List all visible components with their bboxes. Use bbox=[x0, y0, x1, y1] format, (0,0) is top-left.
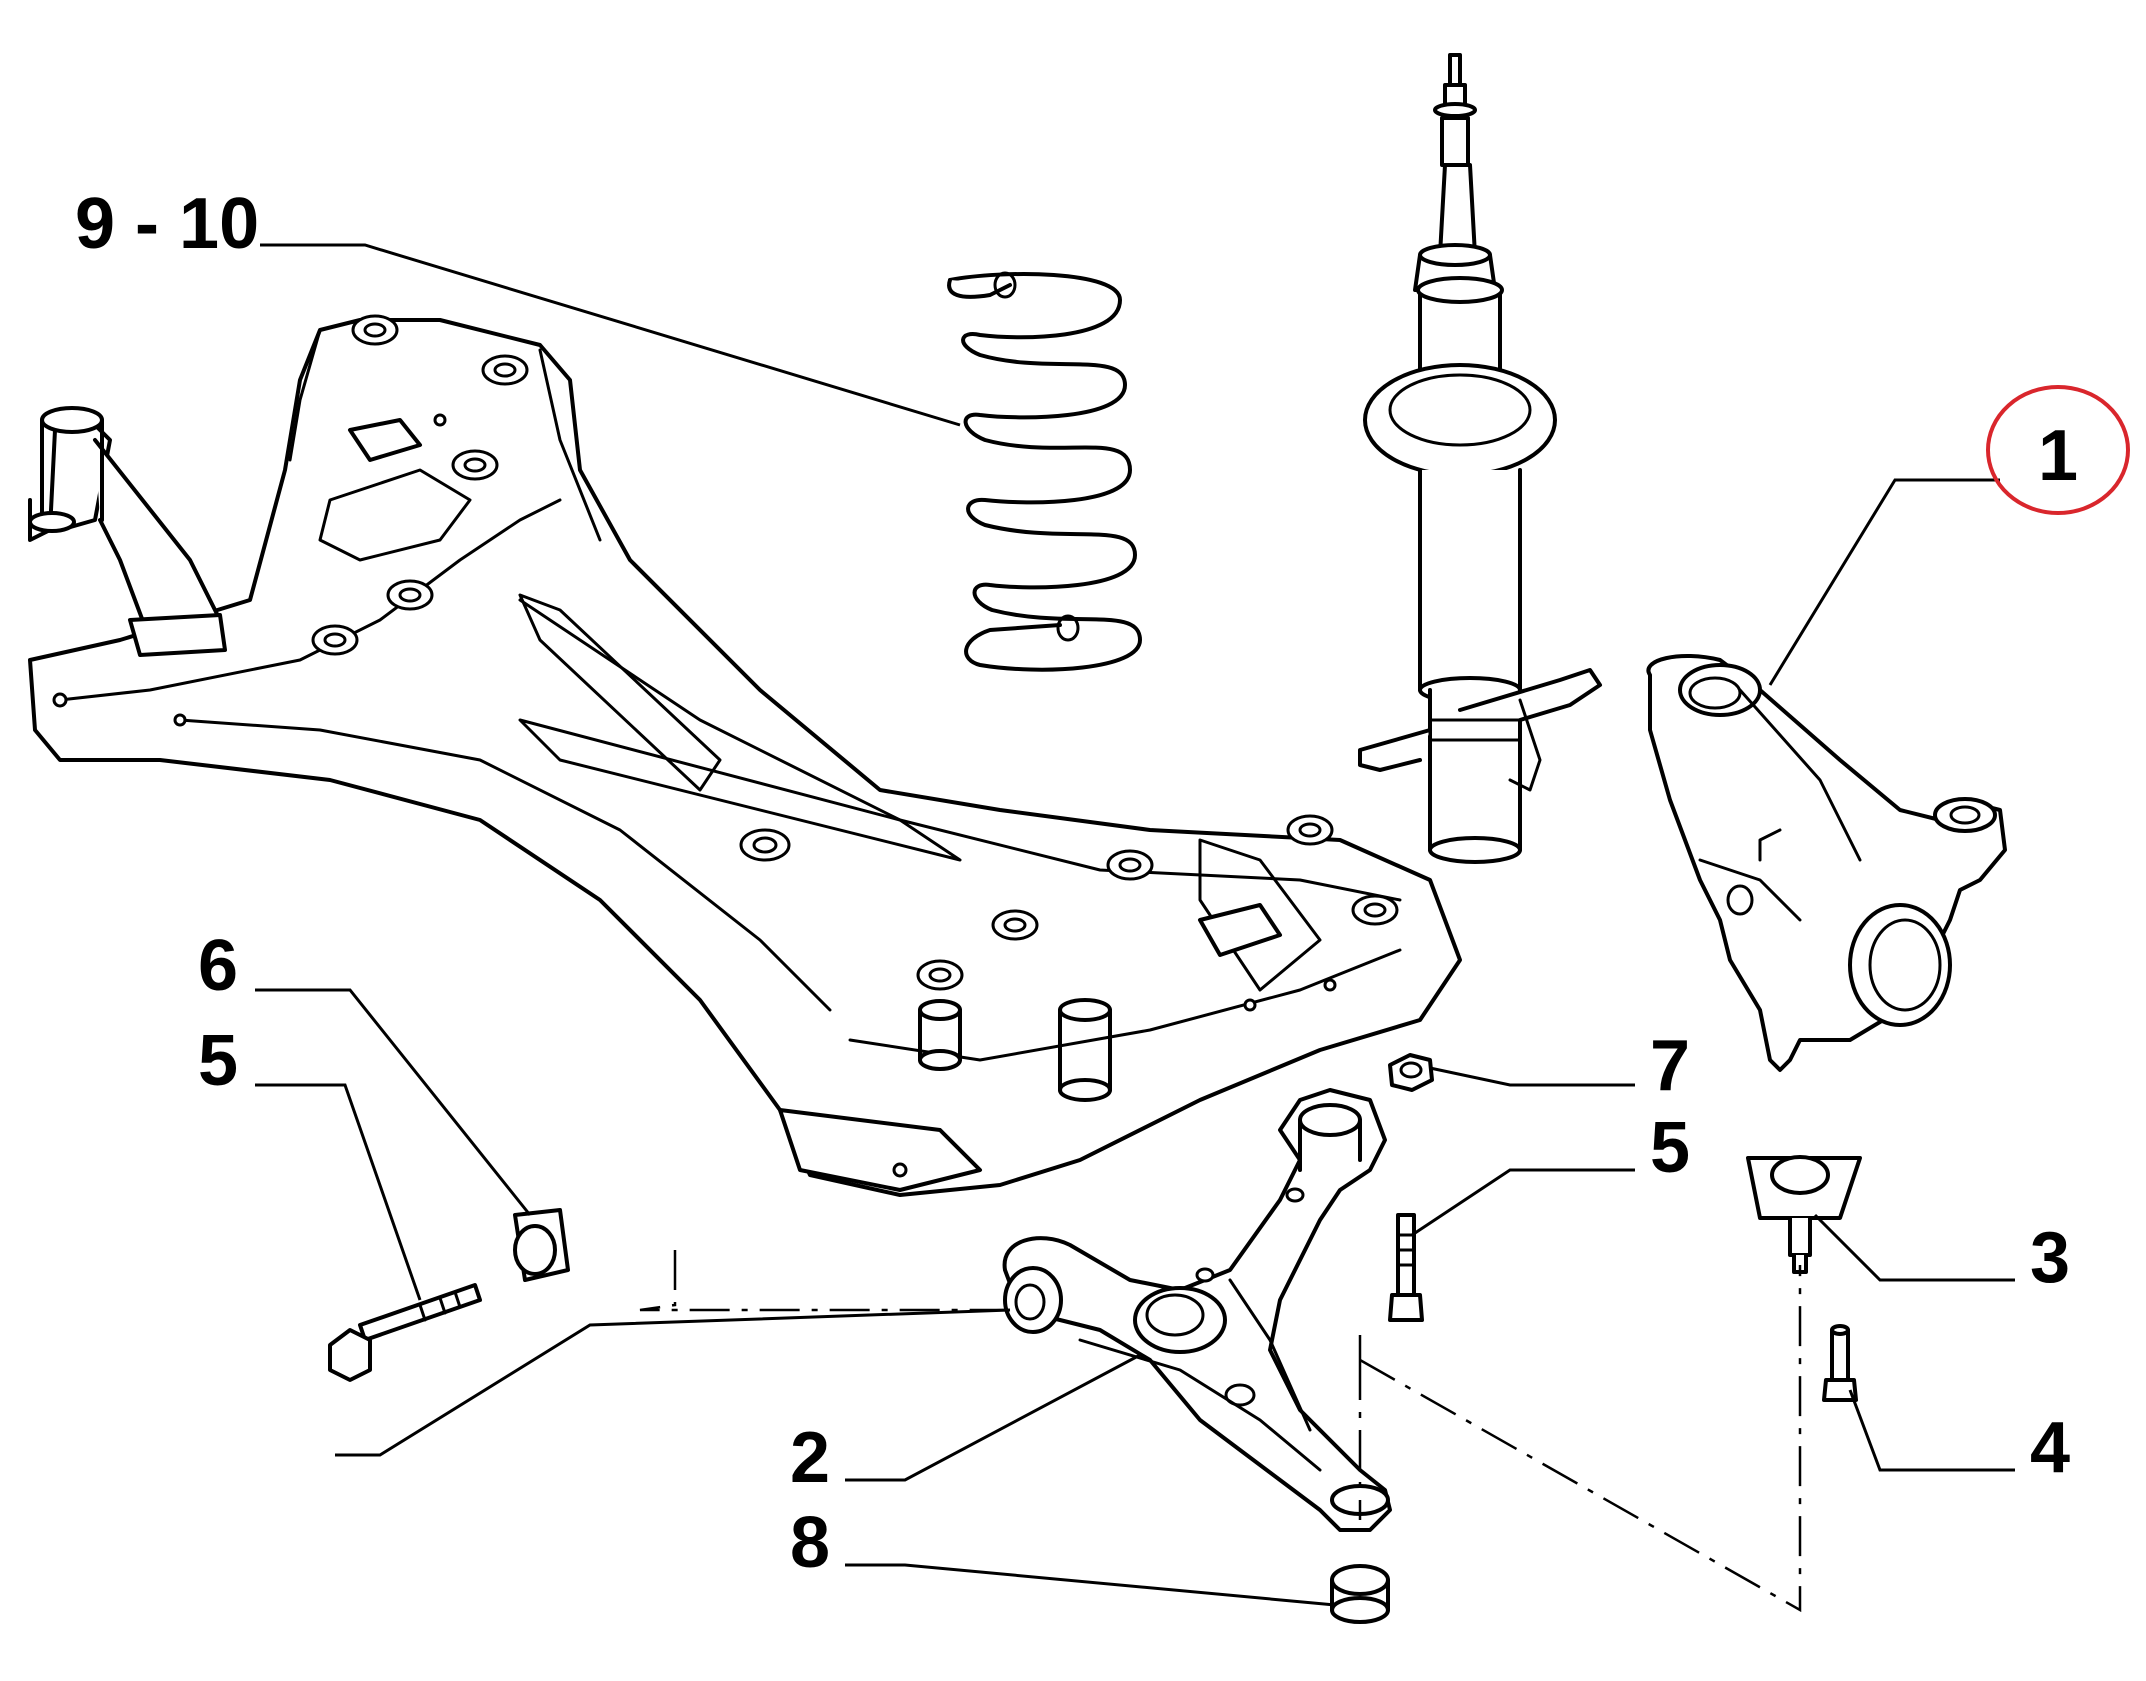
callout-7: 7 bbox=[1650, 1026, 1690, 1106]
callout-6: 6 bbox=[198, 926, 238, 1006]
bolt-5-right bbox=[1388, 1213, 1424, 1322]
leader-5b bbox=[1411, 1168, 1635, 1237]
leader-lines bbox=[255, 243, 2015, 1607]
strut-shock-absorber bbox=[1358, 53, 1602, 864]
leader-arm-pivot bbox=[335, 1308, 1011, 1457]
steering-knuckle bbox=[1646, 653, 2007, 1072]
callout-1: 1 bbox=[2038, 416, 2078, 496]
leader-4 bbox=[1848, 1389, 2015, 1472]
bolt-4 bbox=[1822, 1324, 1858, 1402]
leader-9-10 bbox=[260, 243, 961, 427]
callout-4: 4 bbox=[2030, 1408, 2070, 1488]
callout-labels: 9 - 10 1 6 5 7 5 3 4 2 8 bbox=[75, 184, 2078, 1583]
leader-3 bbox=[1813, 1213, 2015, 1282]
leader-7 bbox=[1429, 1066, 1635, 1087]
highlight-circle bbox=[1986, 385, 2130, 515]
nut-7 bbox=[1388, 1053, 1434, 1092]
coil-spring bbox=[947, 271, 1142, 672]
leader-5a bbox=[255, 1083, 422, 1301]
subframe-bolt-holes bbox=[52, 314, 1399, 1178]
leader-8 bbox=[845, 1563, 1336, 1607]
bushing-insert-6 bbox=[513, 1208, 570, 1282]
callout-3: 3 bbox=[2030, 1218, 2070, 1298]
callout-8: 8 bbox=[790, 1503, 830, 1583]
leader-2 bbox=[845, 1353, 1141, 1482]
leader-1 bbox=[1768, 478, 2000, 686]
callout-5-left: 5 bbox=[198, 1021, 238, 1101]
leader-6 bbox=[255, 988, 532, 1216]
bushing-8 bbox=[1330, 1564, 1390, 1624]
callout-9-10: 9 - 10 bbox=[75, 184, 259, 264]
assembly-axis-lines bbox=[639, 1250, 1802, 1613]
callout-5-right: 5 bbox=[1650, 1108, 1690, 1188]
callout-2: 2 bbox=[790, 1418, 830, 1498]
bolt-5-left bbox=[328, 1283, 482, 1382]
ball-joint-3 bbox=[1746, 1155, 1862, 1274]
subframe-crossmember bbox=[28, 314, 1462, 1197]
